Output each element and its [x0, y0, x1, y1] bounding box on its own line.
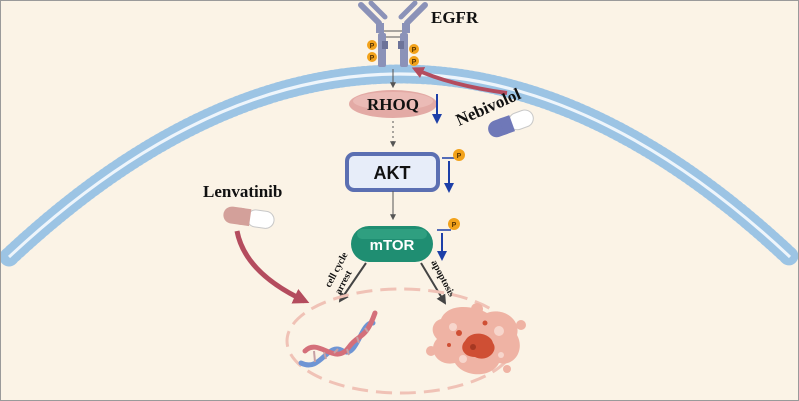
nebivolol-capsule-icon	[488, 109, 534, 138]
akt-node: AKT	[345, 152, 440, 192]
lenvatinib-label: Lenvatinib	[203, 182, 282, 201]
phospho-label: P	[412, 47, 417, 54]
mtor-to-apoptosis-arrow	[420, 262, 447, 305]
lenvatinib-arrow	[234, 230, 310, 304]
mtor-phospho-badge	[448, 218, 460, 230]
rhoq-label: RHOQ	[367, 95, 419, 114]
cell-membrane	[1, 64, 798, 267]
egfr-receptor-icon	[358, 1, 428, 67]
rhoq-node: RHOQ	[349, 90, 437, 118]
phospho-label: P	[457, 153, 462, 160]
mtor-node: mTOR	[351, 226, 433, 262]
phospho-label: P	[452, 222, 457, 229]
apoptotic-cell-icon	[426, 303, 526, 375]
dna-helix-icon	[298, 310, 378, 368]
mtor-label: mTOR	[370, 237, 415, 254]
akt-phospho-badge	[453, 149, 465, 161]
akt-label: AKT	[374, 163, 411, 183]
lenvatinib-capsule-icon	[223, 206, 275, 229]
phospho-label: P	[370, 43, 375, 50]
phospho-label: P	[412, 59, 417, 66]
nebivolol-inhibition-arrow	[411, 67, 508, 95]
egfr-label: EGFR	[431, 8, 479, 27]
receptor-phospho-badges: P P P P	[367, 40, 419, 66]
phospho-label: P	[370, 55, 375, 62]
